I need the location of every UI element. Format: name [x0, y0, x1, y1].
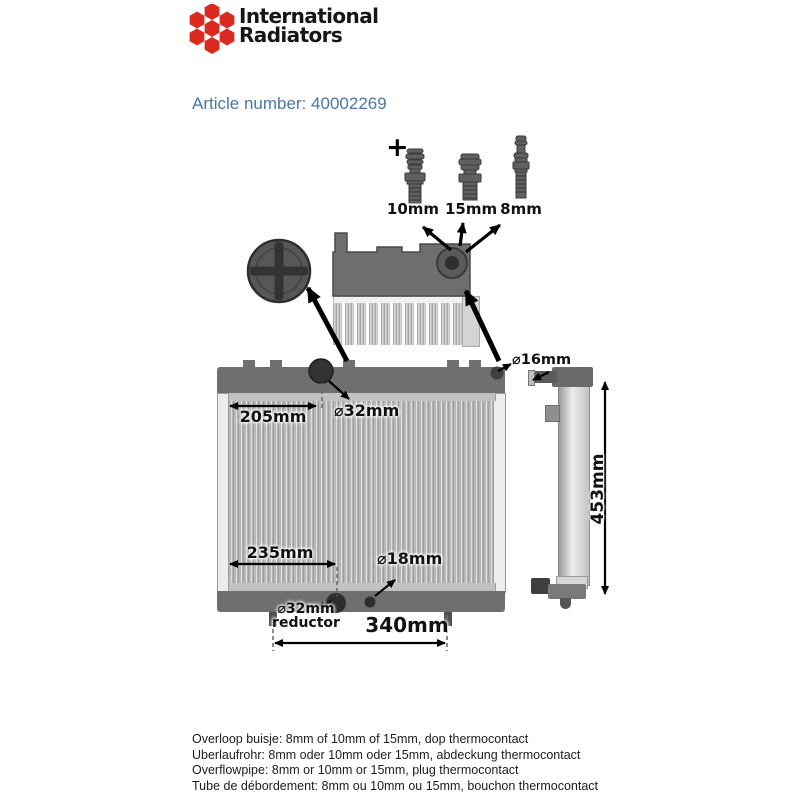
reductor-line2: reductor: [272, 615, 340, 631]
mount-tab: [447, 360, 459, 368]
article-number: Article number: 40002269: [192, 94, 387, 113]
fitting-label-10mm: 10mm: [386, 200, 440, 218]
fitting-label-8mm: 8mm: [500, 200, 542, 218]
arrow-to-cap: [305, 286, 350, 363]
dim-label-height: 453mm: [588, 453, 608, 525]
mount-tab: [270, 360, 282, 368]
dim-label-reductor: ⌀32mm reductor: [268, 602, 344, 630]
arrow-to-detail: [463, 289, 502, 363]
fitting-10mm-drawing: [404, 148, 426, 204]
arrow-to-15mm: [456, 222, 467, 247]
fitting-label-15mm: 15mm: [445, 200, 498, 218]
dim-label-bottom-width: 235mm: [246, 543, 314, 562]
dim-label-filler-diameter: ⌀32mm: [334, 401, 400, 420]
arrow-inlet-elbow: [532, 371, 550, 381]
fitting-8mm-drawing: [512, 135, 530, 199]
radiator-cap-icon: [246, 238, 312, 304]
arrow-reductor: [317, 600, 332, 610]
side-view-top-tank: [552, 367, 593, 387]
dim-label-total-width: 340mm: [365, 613, 449, 637]
arrow-to-8mm: [465, 223, 501, 254]
radiator-core: [228, 401, 494, 583]
filler-neck-port: [308, 358, 334, 384]
brand-name-line2: Radiators: [239, 23, 343, 47]
mount-tab: [343, 360, 355, 368]
brand-hexagons-icon: [189, 4, 235, 54]
overflow-notes: Overloop buisje: 8mm of 10mm of 15mm, do…: [192, 732, 598, 794]
side-view-drain-tip: [560, 598, 571, 609]
brand-name: International Radiators: [239, 4, 379, 47]
reductor-line1: ⌀32mm: [277, 601, 335, 617]
note-line-de: Uberlaufrohr: 8mm oder 10mm oder 15mm, a…: [192, 747, 581, 762]
arrow-inlet-diameter: [497, 363, 512, 372]
side-view-tab: [545, 405, 560, 422]
plus-sign: +: [386, 132, 409, 163]
top-header-plate: [228, 393, 496, 401]
note-line-en: Overflowpipe: 8mm or 10mm or 15mm, plug …: [192, 763, 519, 778]
extension-lines: [272, 383, 448, 651]
bottom-peg: [444, 612, 452, 626]
dim-label-top-width: 205mm: [239, 407, 307, 426]
detail-top-tank: [332, 232, 471, 297]
note-line-fr: Tube de débordement: 8mm ou 10mm ou 15mm…: [192, 778, 599, 793]
bottom-header-plate: [228, 583, 496, 591]
side-view-body: [558, 378, 590, 586]
mount-tab: [243, 360, 255, 368]
dim-label-inlet-diameter: ⌀16mm: [512, 352, 572, 368]
fitting-15mm-drawing: [458, 153, 482, 201]
mount-tab: [469, 360, 481, 368]
bottom-tank: [217, 591, 505, 612]
bottom-outlet-port: [326, 593, 346, 613]
side-view-foot-collar: [548, 584, 586, 599]
arrow-outlet-diameter: [374, 579, 396, 597]
bottom-small-port: [364, 596, 376, 608]
side-view-outlet-boss: [531, 578, 550, 594]
dim-label-outlet-diameter: ⌀18mm: [377, 549, 443, 568]
note-line-nl: Overloop buisje: 8mm of 10mm of 15mm, do…: [192, 732, 529, 746]
brand-name-line1: International: [239, 4, 379, 28]
arrow-to-10mm: [421, 225, 453, 252]
top-tank: [217, 367, 505, 394]
detail-fins: [333, 303, 462, 345]
arrow-filler-diameter: [328, 380, 350, 400]
